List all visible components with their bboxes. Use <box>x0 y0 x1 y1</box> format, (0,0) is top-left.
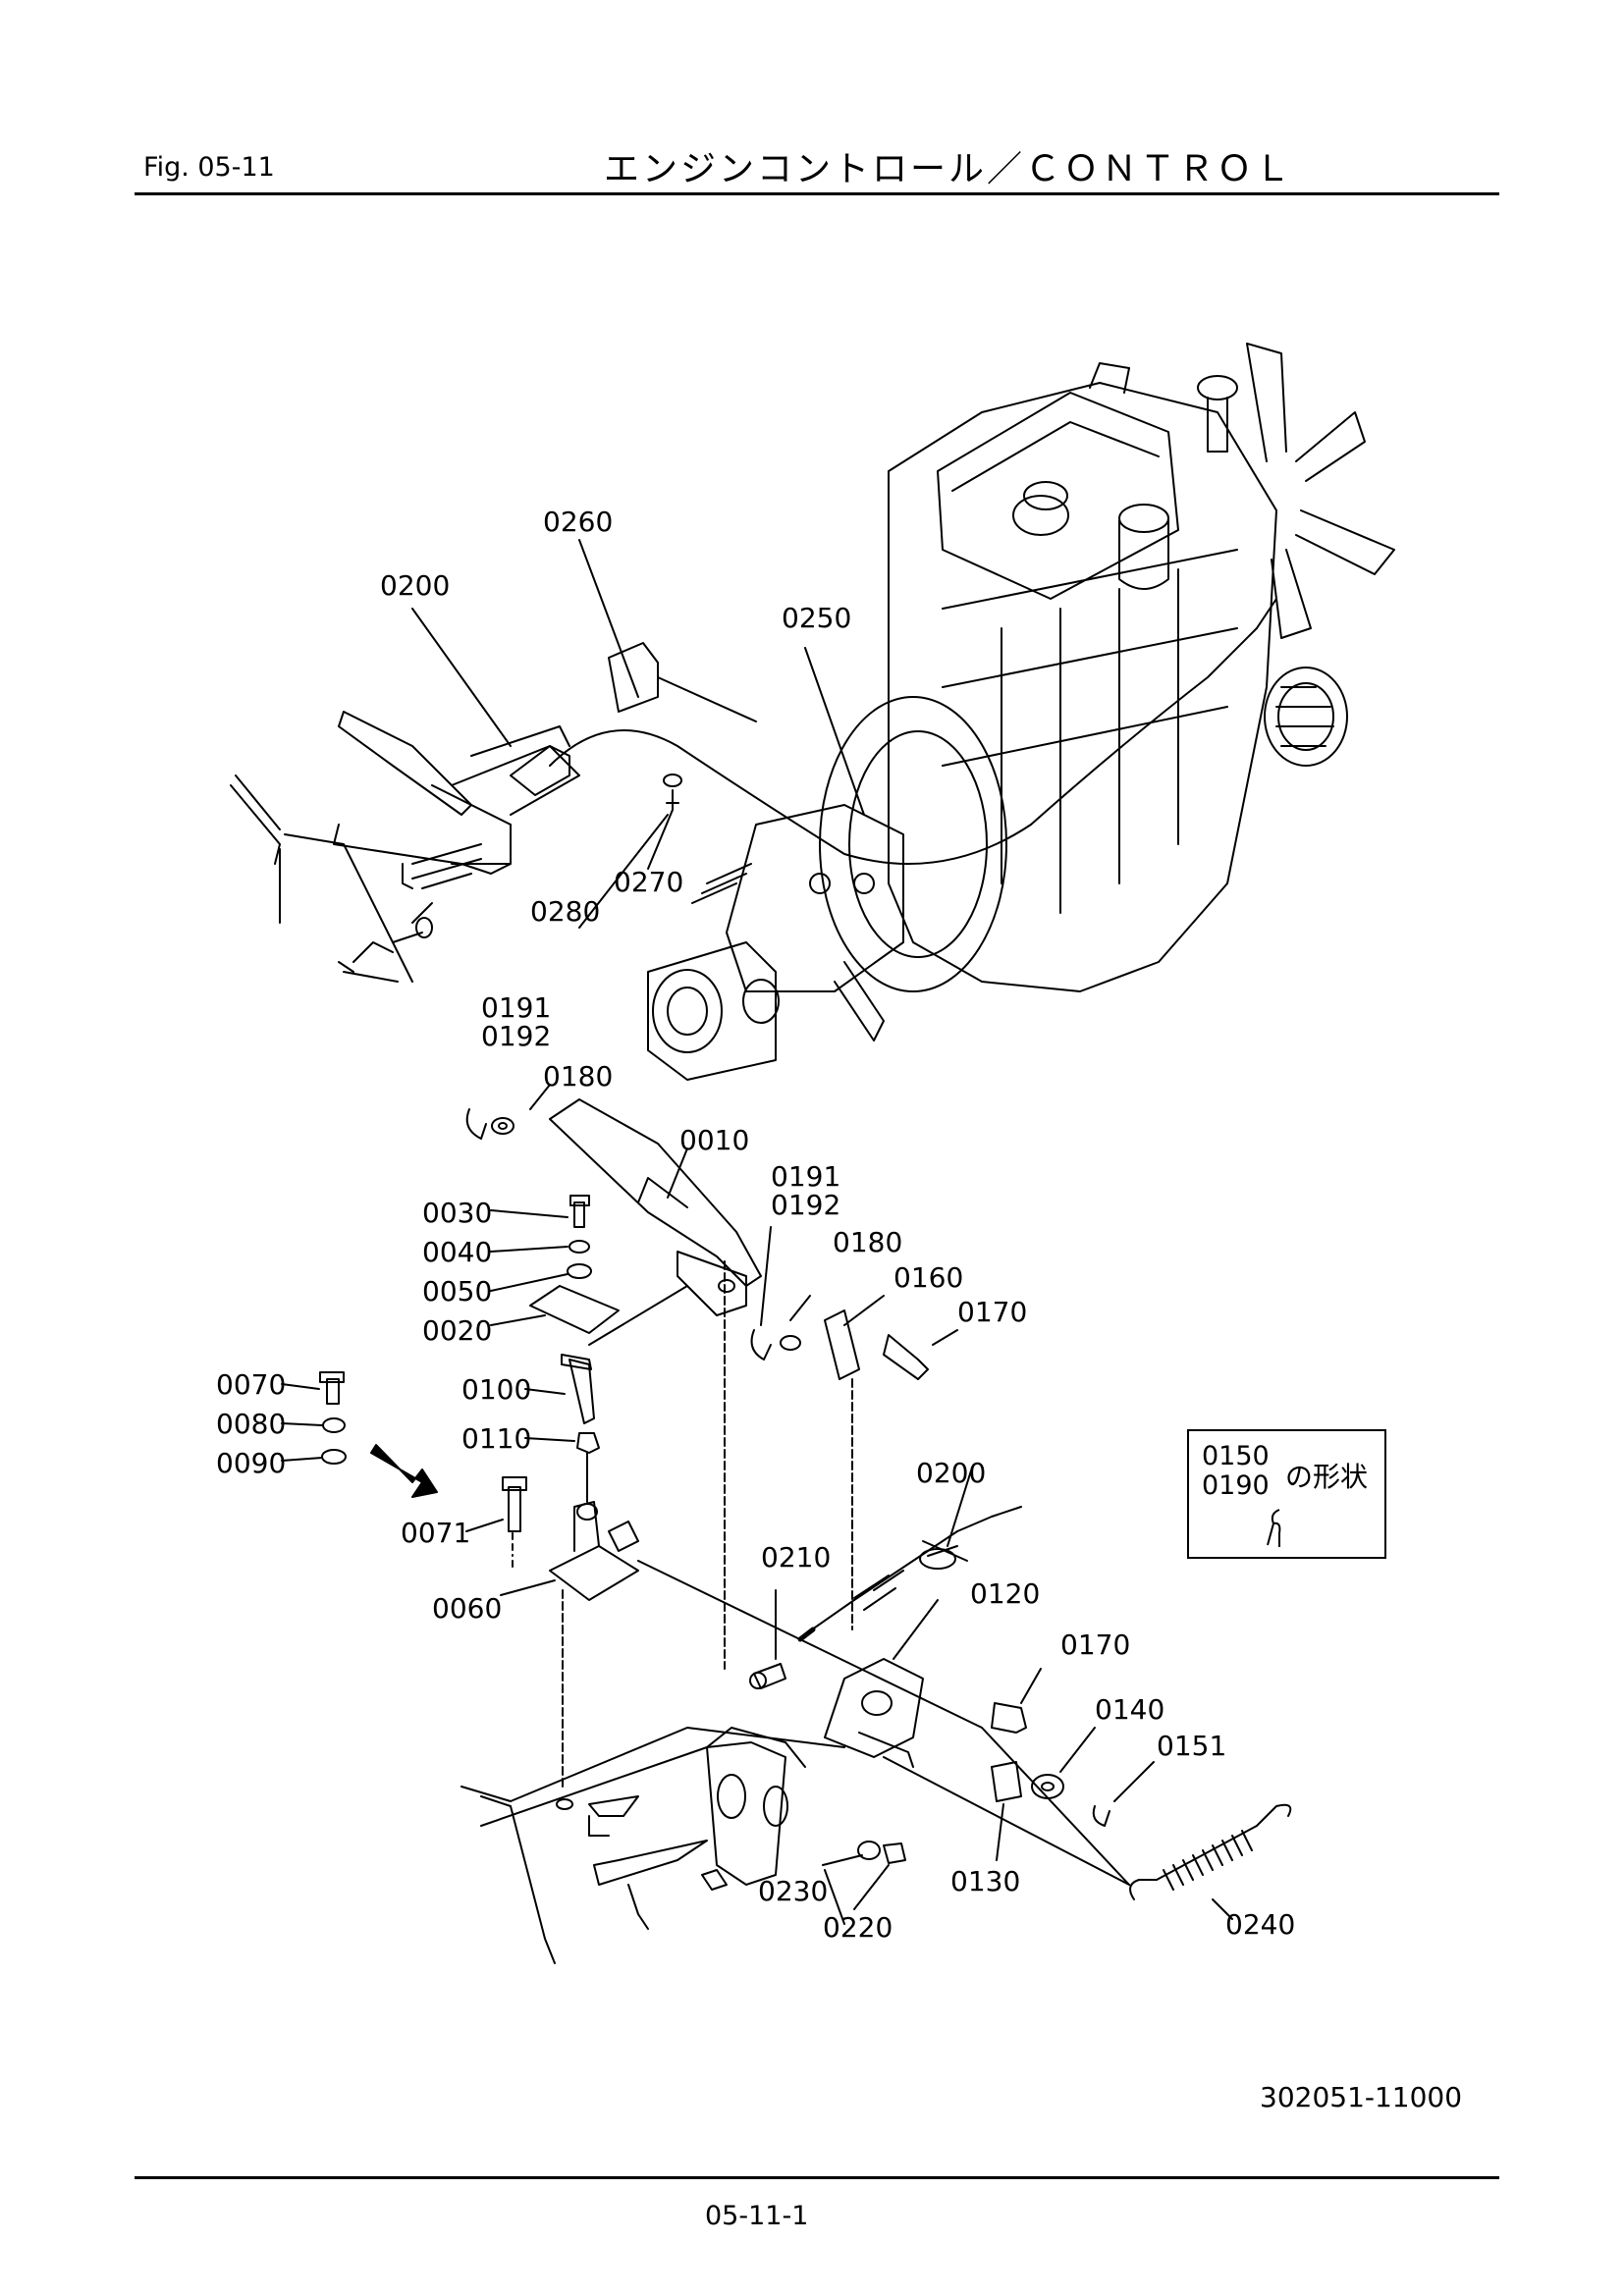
callout-0070: 0070 <box>216 1368 287 1401</box>
page-number: 05-11-1 <box>705 2201 809 2231</box>
washer-0230 <box>857 1841 881 1860</box>
arm-0120 <box>824 1658 924 1758</box>
callout-0230: 0230 <box>758 1875 829 1907</box>
callout-0030: 0030 <box>422 1197 493 1229</box>
split-pin-icon <box>1267 1509 1281 1547</box>
bracket-0200-upper <box>510 745 570 796</box>
bushing-0130 <box>991 1761 1022 1802</box>
callout-0080: 0080 <box>216 1408 287 1440</box>
callout-0220: 0220 <box>823 1911 893 1944</box>
bolt-0100 <box>568 1359 595 1424</box>
throttle-cable-upper <box>549 627 1258 865</box>
drawing-number: 302051-11000 <box>1260 2081 1463 2113</box>
callout-0170-lower: 0170 <box>1060 1629 1131 1661</box>
callout-0191-right: 0191 <box>771 1160 841 1193</box>
spring-0240 <box>1129 1879 1158 1900</box>
washer-0090 <box>321 1449 347 1465</box>
pin-0170-upper <box>883 1334 929 1380</box>
bolt-0030 <box>573 1201 585 1228</box>
callout-0240: 0240 <box>1225 1908 1296 1941</box>
footer-rule <box>135 2176 1499 2179</box>
engine-drawing <box>647 343 1395 1081</box>
callout-0260: 0260 <box>543 506 614 538</box>
callout-0191-left: 0191 <box>481 991 552 1024</box>
callout-0020: 0020 <box>422 1314 493 1347</box>
callout-0050: 0050 <box>422 1275 493 1308</box>
callout-0130: 0130 <box>950 1865 1021 1897</box>
legend-code-0150: 0150 <box>1202 1441 1270 1471</box>
callout-0151: 0151 <box>1157 1730 1227 1762</box>
figure-number: Fig. 05-11 <box>143 152 275 183</box>
header-rule <box>135 192 1499 195</box>
plate-0020 <box>529 1285 620 1334</box>
cable-end-engine <box>1256 598 1277 629</box>
legend-shape-text: の形状 <box>1285 1461 1369 1493</box>
bracket-0260 <box>608 642 659 713</box>
pin-clip-left <box>465 1108 487 1140</box>
washer-0180-left <box>491 1117 514 1135</box>
view-arrow <box>370 1444 438 1498</box>
callout-0180-right: 0180 <box>833 1226 903 1258</box>
bracket-0060 <box>549 1545 639 1601</box>
pedal-0010 <box>549 1098 762 1287</box>
rod-end-0210 <box>753 1663 786 1689</box>
washer-0180-right <box>780 1335 801 1351</box>
clip-0151 <box>1092 1805 1110 1827</box>
callout-0040: 0040 <box>422 1236 493 1268</box>
callout-0192-left: 0192 <box>481 1020 552 1052</box>
link-0160 <box>824 1309 860 1380</box>
floor-frame <box>460 1727 845 1964</box>
callout-0160: 0160 <box>893 1261 964 1294</box>
callout-0170-upper: 0170 <box>957 1296 1028 1328</box>
washer-0080 <box>322 1417 346 1433</box>
callout-0200-upper: 0200 <box>380 569 451 602</box>
washer-0050 <box>567 1263 592 1279</box>
callout-0200-lower: 0200 <box>916 1457 987 1489</box>
shape-legend-box: 0150 0190 の形状 <box>1187 1429 1386 1559</box>
callout-0250: 0250 <box>782 602 852 634</box>
callout-0192-right: 0192 <box>771 1189 841 1221</box>
bracket-0260-arm <box>657 676 757 722</box>
callout-0280: 0280 <box>530 895 601 928</box>
bolt-0070 <box>326 1378 340 1405</box>
callout-0210: 0210 <box>761 1541 832 1574</box>
washer-0040 <box>568 1240 590 1254</box>
upper-pedal-assembly <box>230 711 580 983</box>
callout-0270: 0270 <box>614 866 684 898</box>
callout-0071: 0071 <box>401 1517 471 1549</box>
page-title: エンジンコントロール／ＣＯＮＴＲＯＬ <box>604 149 1294 189</box>
pin-clip-right <box>750 1329 772 1361</box>
callout-0180-left: 0180 <box>543 1060 614 1093</box>
pin-0170-lower <box>991 1702 1027 1734</box>
bolt-0071 <box>508 1486 521 1532</box>
nut-0220 <box>883 1842 906 1864</box>
washer-0280 <box>663 774 682 787</box>
callout-0140: 0140 <box>1095 1693 1165 1726</box>
callout-0060: 0060 <box>432 1592 503 1625</box>
callout-0090: 0090 <box>216 1447 287 1479</box>
callout-0120: 0120 <box>970 1577 1041 1610</box>
throttle-cable-lower <box>804 1506 1022 1635</box>
bolt-0270 <box>666 789 679 811</box>
callout-0010: 0010 <box>679 1124 750 1156</box>
callout-0100: 0100 <box>461 1373 532 1406</box>
legend-code-0190: 0190 <box>1202 1470 1270 1501</box>
callout-0110: 0110 <box>461 1422 532 1455</box>
nut-0110 <box>576 1432 600 1454</box>
